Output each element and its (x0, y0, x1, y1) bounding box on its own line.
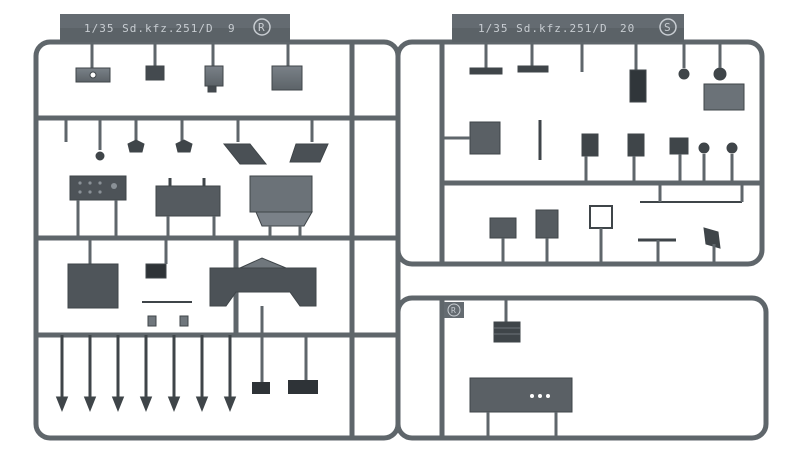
left-row1-parts (75, 42, 303, 93)
right-sprue-tag: 1/35 Sd.kfz.251/D 20 S (452, 14, 684, 42)
right-bottom-parts (469, 298, 573, 438)
left-row4-parts (67, 238, 317, 335)
right-tag-number: 20 (620, 22, 635, 35)
left-tag-label: 1/35 Sd.kfz.251/D (84, 22, 214, 35)
left-bottom-spikes (55, 335, 318, 413)
left-row2-parts (64, 118, 329, 165)
right-tag-label: 1/35 Sd.kfz.251/D (478, 22, 608, 35)
right-top-parts (469, 42, 745, 111)
left-tag-number: 9 (228, 22, 236, 35)
right-tag-letter: S (664, 21, 672, 34)
right-small-tag: R (444, 302, 464, 318)
right-sprue-frame (395, 39, 769, 441)
left-row3-parts (69, 175, 313, 238)
right-tag-circle-icon (659, 18, 677, 36)
right-mid-parts (442, 120, 744, 203)
svg-text:R: R (451, 306, 457, 315)
left-tag-circle-icon (253, 18, 271, 36)
left-sprue-tag: 1/35 Sd.kfz.251/D 9 R (60, 14, 290, 42)
right-lower-parts (489, 205, 721, 264)
left-tag-letter: R (258, 21, 266, 34)
